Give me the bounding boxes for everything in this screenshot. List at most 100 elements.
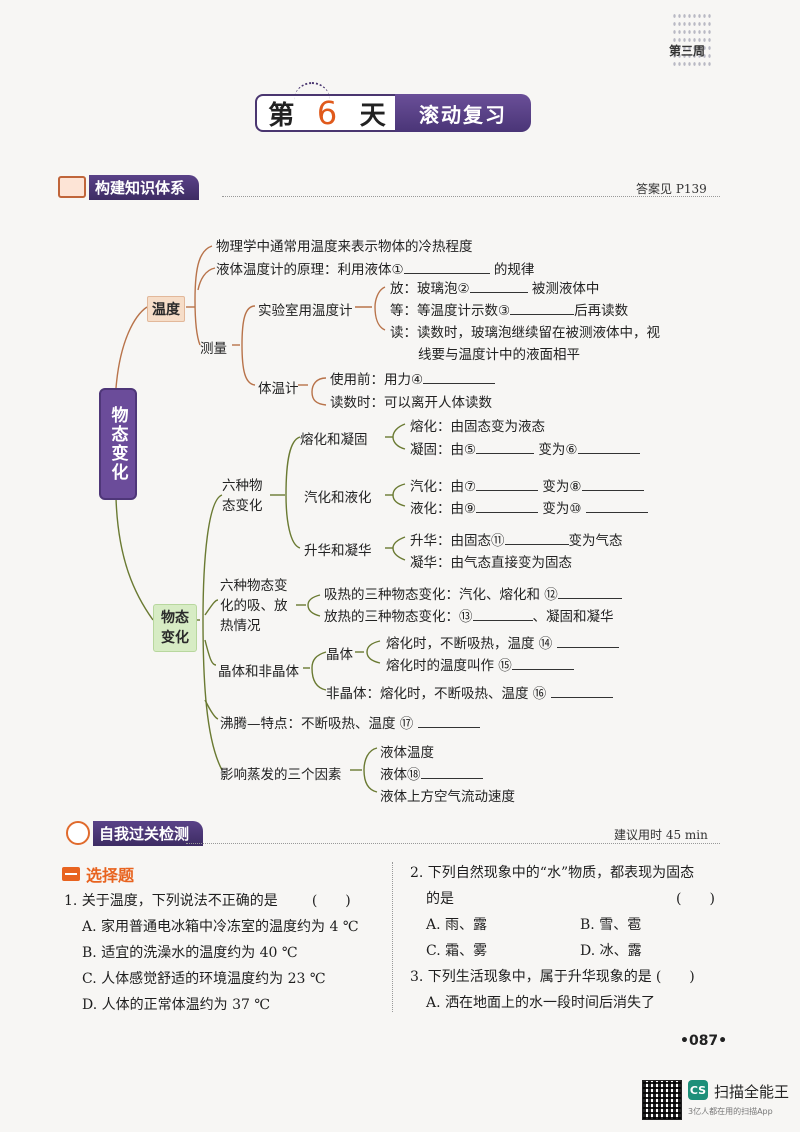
vaporizing: 汽化：由⑦ 变为⑧ [410, 475, 644, 495]
lab-read-line2: 线要与温度计中的液面相平 [418, 347, 580, 363]
blank-12[interactable] [557, 586, 622, 599]
node-measure: 测量 [200, 341, 227, 357]
text: 被测液体中 [531, 281, 600, 297]
q2-option-a[interactable]: A. 雨、露 [426, 917, 488, 933]
crystal-label: 晶体 [326, 647, 353, 663]
blank-13[interactable] [472, 608, 533, 621]
blank-17[interactable] [417, 715, 480, 728]
answer-paren[interactable]: ( ) [311, 893, 351, 909]
node-six-changes: 六种物态变化 [222, 478, 263, 514]
text: 变为⑧ [542, 479, 582, 495]
node-evaporation: 影响蒸发的三个因素 [220, 767, 342, 783]
blank-8[interactable] [581, 478, 644, 491]
column-divider [392, 862, 393, 1012]
section-title: 构建知识体系 [89, 174, 200, 200]
text: 液化：由⑨ [410, 501, 477, 517]
node-melt-solidify: 熔化和凝固 [300, 432, 368, 448]
text: 熔化时，不断吸热，温度 ⑭ [386, 636, 553, 652]
text: 沸腾—特点：不断吸热、温度 ⑰ [220, 716, 414, 732]
pencil-note-icon [58, 176, 86, 198]
title-suffix: 天 [359, 100, 386, 131]
page-number: •087• [680, 1033, 728, 1049]
blank-11[interactable] [504, 532, 569, 545]
camscanner-logo-icon: CS [688, 1080, 708, 1100]
q2-stem-line2: 的是 [426, 891, 454, 907]
lab-read-line1: 读：读数时，玻璃泡继续留在被测液体中，视 [390, 325, 660, 341]
blank-14[interactable] [556, 635, 619, 648]
q1-option-d[interactable]: D. 人体的正常体温约为 37 ℃ [82, 997, 271, 1013]
non-crystal: 非晶体：熔化时，不断吸热、温度 ⑯ [326, 682, 613, 702]
answer-reference: 答案见 P139 [636, 182, 707, 196]
blank-1[interactable] [403, 261, 490, 274]
q2-option-d[interactable]: D. 冰、露 [580, 943, 642, 959]
section-selftest-header: 自我过关检测 [66, 820, 204, 846]
q2-option-c[interactable]: C. 霜、雾 [426, 943, 488, 959]
mindmap-node-state-change: 物态变化 [153, 604, 197, 652]
day-title-badge: 第 6 天 滚动复习 [255, 94, 531, 132]
week-label: 第三周 [668, 44, 705, 58]
day-number: 6 [316, 94, 338, 132]
node-vapor-liquefy: 汽化和液化 [304, 490, 372, 506]
text: 升华：由固态⑪ [410, 533, 505, 549]
q1-option-c[interactable]: C. 人体感觉舒适的环境温度约为 23 ℃ [82, 971, 326, 987]
blank-5[interactable] [476, 441, 535, 454]
section-knowledge-header: 构建知识体系 [58, 174, 200, 200]
text: 3. 下列生活现象中，属于升华现象的是 [410, 969, 652, 985]
text: 液体⑱ [380, 767, 421, 783]
suggested-time: 建议用时 45 min [614, 828, 708, 842]
q1-option-b[interactable]: B. 适宜的洗澡水的温度约为 40 ℃ [82, 945, 298, 961]
minus-square-icon [62, 867, 80, 881]
evap-factor-2: 液体⑱ [380, 763, 483, 783]
temp-definition: 物理学中通常用温度来表示物体的冷热程度 [216, 239, 473, 255]
qr-code [642, 1080, 682, 1120]
boiling: 沸腾—特点：不断吸热、温度 ⑰ [220, 712, 480, 732]
clock-icon [66, 821, 90, 845]
node-sublimation: 升华和凝华 [304, 543, 372, 559]
node-clinical-thermometer: 体温计 [258, 381, 299, 397]
evap-factor-1: 液体温度 [380, 745, 434, 761]
crystal-melt: 熔化时，不断吸热，温度 ⑭ [386, 632, 619, 652]
mindmap-connectors [115, 245, 406, 793]
q1-option-a[interactable]: A. 家用普通电冰箱中冷冻室的温度约为 4 ℃ [82, 919, 359, 935]
app-name: 扫描全能王 [714, 1083, 790, 1101]
melting: 熔化：由固态变为液态 [410, 419, 545, 435]
evap-factor-3: 液体上方空气流动速度 [380, 789, 515, 805]
blank-4[interactable] [423, 371, 496, 384]
mindmap-node-temperature: 温度 [147, 296, 185, 322]
text: 液体温度计的原理：利用液体① [216, 262, 404, 278]
blank-10[interactable] [585, 500, 648, 513]
section-divider [186, 843, 720, 844]
liquefying: 液化：由⑨ 变为⑩ [410, 497, 648, 517]
app-tagline: 3亿人都在用的扫描App [688, 1107, 773, 1116]
blank-3[interactable] [510, 302, 575, 315]
title-prefix: 第 [268, 100, 295, 131]
text: 使用前：用力④ [330, 372, 424, 388]
q2-option-b[interactable]: B. 雪、雹 [580, 917, 642, 933]
blank-18[interactable] [420, 766, 483, 779]
blank-15[interactable] [511, 657, 574, 670]
q3-option-a[interactable]: A. 洒在地面上的水一段时间后消失了 [426, 995, 656, 1011]
blank-16[interactable] [550, 685, 613, 698]
mindmap-root-node: 物态变化 [99, 388, 137, 500]
lab-put: 放：玻璃泡② 被测液体中 [390, 277, 599, 297]
blank-7[interactable] [476, 478, 539, 491]
node-heat-exchange: 六种物态变化的吸、放热情况 [220, 578, 288, 634]
blank-2[interactable] [469, 280, 528, 293]
dotted-arc-decoration [294, 82, 330, 102]
solidifying: 凝固：由⑤ 变为⑥ [410, 438, 640, 458]
question-type-tag: 选择题 [62, 862, 134, 886]
text: 放热的三种物态变化：⑬ [324, 609, 473, 625]
text: 变为⑩ [542, 501, 582, 517]
text: 1. 关于温度，下列说法不正确的是 [64, 893, 278, 909]
answer-paren[interactable]: ( ) [676, 891, 715, 907]
text: 汽化：由⑦ [410, 479, 477, 495]
answer-paren[interactable]: ( ) [655, 969, 695, 985]
node-crystal: 晶体和非晶体 [218, 664, 299, 680]
blank-6[interactable] [577, 441, 640, 454]
text: 等：等温度计示数③ [390, 303, 511, 319]
text: 放：玻璃泡② [390, 281, 470, 297]
text: 凝固：由⑤ [410, 442, 477, 458]
text: 、凝固和凝华 [532, 609, 614, 625]
blank-9[interactable] [476, 500, 539, 513]
